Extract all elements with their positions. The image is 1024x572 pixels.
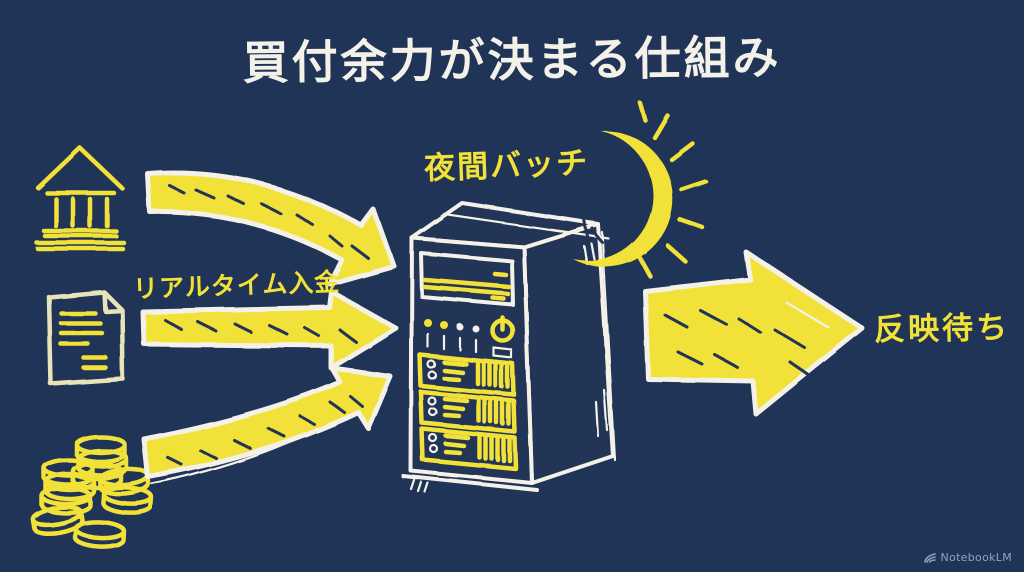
led-dot [424,319,432,327]
led-dot [472,325,480,333]
rack-led [428,433,438,443]
rack-unit [418,389,518,435]
arrow-underline-sketch [150,420,334,486]
coin [75,521,124,548]
rack-outline [418,389,518,435]
document-outline [46,289,126,387]
rack-vents [475,360,511,390]
rack-led [426,359,436,369]
flow-arrow-bottom [141,365,393,486]
led-ticks [426,332,478,354]
coin [103,486,153,514]
document-text-lines [58,310,109,371]
rack-vents [477,434,513,464]
rack-led [427,370,437,380]
rack-unit [419,426,519,472]
label-realtime-deposit: リアルタイム入金 [132,267,341,304]
rack-dashes [441,359,469,382]
arrow-hatching [663,308,812,378]
arrow-body [145,170,397,287]
watermark: NotebookLM [923,551,1012,564]
page-title: 買付余力が決まる仕組み [242,30,782,90]
power-button-icon [490,315,516,360]
arrow-hatching [166,394,364,467]
document-icon [46,289,126,387]
coins-icon [32,436,153,548]
bank-step-2 [34,240,127,252]
notebooklm-logo-icon [923,552,936,563]
led-dot [440,321,448,329]
bank-step-1 [41,228,119,239]
arrow-body [642,249,865,417]
arrow-body [140,289,399,371]
arrow-hatching [163,318,358,344]
led-dot [456,323,464,331]
label-pending-reflection: 反映待ち [873,309,1011,349]
watermark-text: NotebookLM [940,551,1012,564]
power-slot [492,346,514,360]
rack-outline [417,352,517,398]
rack-led [429,444,439,454]
rack-dashes [443,433,471,456]
arrow-highlight [784,300,830,329]
server-sketch-lines [409,212,617,494]
drive-bay-stripes [422,271,512,302]
rack-dashes [442,396,470,419]
bank-columns [53,196,110,229]
led-row [424,319,480,354]
rack-outline [419,426,519,472]
rack-led [428,407,438,417]
moon-icon [573,100,709,279]
rack-vents [476,397,512,427]
rack-unit [417,352,517,398]
bank-roof [35,145,125,191]
server-base-line [401,474,539,492]
output-arrow [642,249,865,417]
flow-arrow-middle [140,289,399,371]
drive-bay-outline [419,251,515,307]
moon-rays [637,100,709,279]
moon-crescent [573,130,673,267]
label-night-batch: 夜間バッチ [423,145,590,187]
rack-led [427,396,437,406]
server-tower-icon [401,201,617,494]
arrow-body [141,365,393,480]
arrow-hatching [168,184,370,260]
moon-details [581,140,604,244]
bank-icon [34,145,127,252]
flow-arrow-top [145,170,397,287]
